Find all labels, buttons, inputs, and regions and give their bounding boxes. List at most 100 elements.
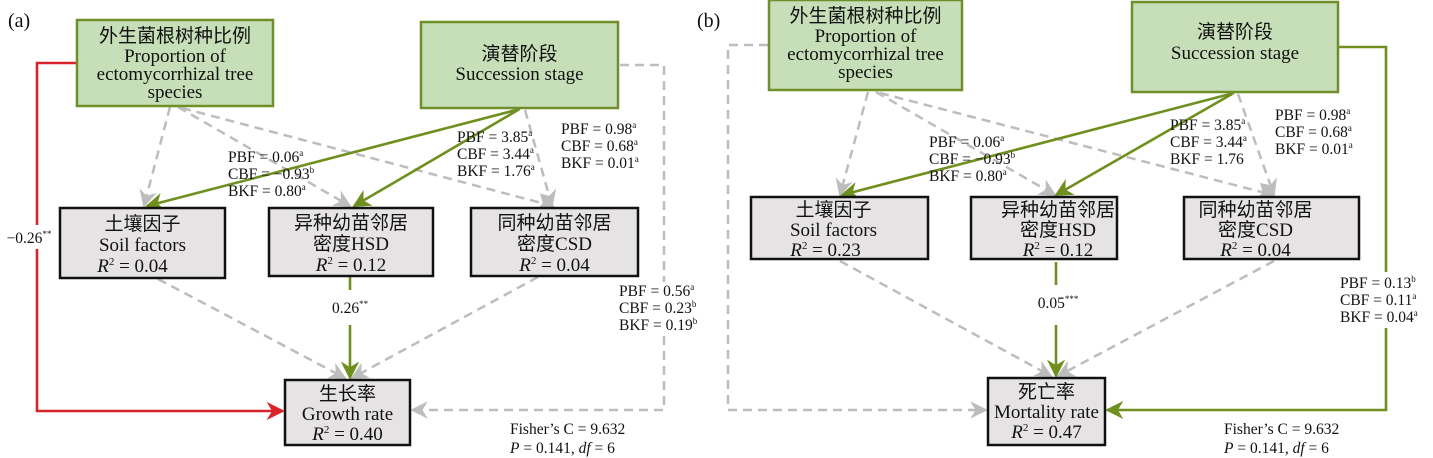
path-soil-to-mortality (839, 259, 1053, 378)
node-csd (1182, 195, 1361, 261)
forest-stat-line: PBF = 0.56a (619, 282, 694, 300)
coef-ecm-to-growth: −0.26** (7, 229, 52, 247)
forest-stat-line: BKF = 0.80a (929, 167, 1007, 185)
path-ecm-to-soil (139, 106, 172, 208)
forest-stat-line: CBF = −0.93b (929, 150, 1016, 168)
forest-stat-line: CBF = 3.44a (1170, 133, 1247, 151)
node-csd-r2: R2 = 0.04 (518, 255, 590, 276)
path-ecm-to-soil (835, 91, 870, 197)
forest-stat-line: PBF = 3.85a (457, 128, 532, 146)
node-soil-zh: 土壤因子 (104, 213, 180, 235)
node-hsd-zh2: 密度HSD (1020, 219, 1096, 241)
node-ecm-zh: 外生菌根树种比例 (789, 5, 941, 27)
node-hsd-zh: 异种幼苗邻居 (294, 212, 408, 234)
node-hsd-zh2: 密度HSD (313, 233, 389, 255)
forest-stat-line: PBF = 0.06a (929, 133, 1004, 151)
node-succ-zh: 演替阶段 (1197, 21, 1273, 43)
node-ecm-en: species (148, 82, 203, 103)
node-succession-stage (1130, 0, 1340, 94)
node-csd-zh2: 密度CSD (1218, 219, 1293, 241)
model-fit: Fisher’s C = 9.632 P = 0.141, df = 6 (509, 421, 625, 457)
panel-label: (a) (8, 10, 30, 32)
node-hsd-zh: 异种幼苗邻居 (1001, 199, 1115, 221)
node-ecm-en: species (838, 62, 893, 83)
coef-hsd-to-mortality: 0.05*** (1038, 294, 1079, 312)
forest-stat-line: CBF = 0.23b (619, 299, 697, 317)
node-soil-en: Soil factors (790, 220, 877, 241)
forest-stat-line: BKF = 0.80a (228, 182, 306, 200)
node-csd-r2: R2 = 0.04 (1219, 240, 1291, 261)
node-hsd-r2: R2 = 0.12 (1022, 240, 1094, 261)
path-succ-to-csd (1236, 93, 1277, 197)
node-growth-rate (283, 378, 412, 447)
path-ecm-to-csd (879, 91, 1275, 200)
forest-stat-line: CBF = 0.68a (561, 137, 638, 155)
node-ecm-proportion (75, 18, 275, 108)
forest-stat-line: CBF = 0.68a (1275, 123, 1352, 141)
node-ecm-en: Proportion of (815, 26, 918, 47)
forest-stat-line: BKF = 0.04a (1340, 308, 1418, 326)
node-ecm-en: ectomycorrhizal tree (787, 44, 944, 65)
node-soil-r2: R2 = 0.23 (789, 240, 861, 261)
fisher-c: Fisher’s C = 9.632 (510, 421, 625, 438)
path-csd-to-growth (350, 275, 539, 380)
forest-stat-line: BKF = 0.01a (561, 154, 639, 172)
node-growth-en: Growth rate (302, 404, 393, 425)
node-ecm-zh: 外生菌根树种比例 (99, 25, 251, 47)
forest-stat-line: PBF = 0.06a (228, 148, 303, 166)
path-succ-to-growth (410, 63, 666, 419)
node-hsd (969, 195, 1119, 261)
node-soil-en: Soil factors (99, 235, 186, 256)
node-ecm-en: Proportion of (124, 46, 227, 67)
node-csd-zh: 同种幼苗邻居 (1198, 199, 1312, 221)
p-value-df: P = 0.141, df = 6 (509, 440, 615, 457)
node-ecm-proportion (767, 0, 964, 92)
forest-stat-line: PBF = 0.98a (561, 120, 636, 138)
node-soil-factors (58, 206, 227, 280)
path-succ-to-hsd (352, 108, 519, 208)
node-mortality-en: Mortality rate (994, 402, 1099, 423)
node-ecm-en: ectomycorrhizal tree (97, 64, 254, 85)
forest-stat-line: BKF = 1.76a (457, 162, 535, 180)
forest-stat-line: PBF = 0.13b (1340, 274, 1416, 292)
path-succ-to-mortality (1105, 45, 1388, 420)
path-ecm-to-mortality (726, 43, 988, 419)
node-soil-factors (749, 195, 930, 261)
node-mortality-r2: R2 = 0.47 (1010, 422, 1082, 443)
p-value-df: P = 0.141, df = 6 (1223, 440, 1329, 457)
node-succ-en: Succession stage (455, 64, 583, 85)
path-succ-to-soil (840, 91, 1235, 200)
path-succ-to-soil (145, 107, 521, 211)
node-csd (469, 206, 640, 278)
node-csd-zh: 同种幼苗邻居 (497, 212, 611, 234)
node-hsd (267, 206, 435, 278)
node-soil-zh: 土壤因子 (795, 199, 871, 221)
path-ecm-to-hsd (177, 105, 352, 208)
forest-stat-line: CBF = −0.93b (228, 165, 315, 183)
coef-hsd-to-growth: 0.26** (332, 299, 369, 317)
node-succ-en: Succession stage (1171, 43, 1299, 64)
node-hsd-r2: R2 = 0.12 (315, 255, 387, 276)
node-succ-zh: 演替阶段 (481, 43, 557, 65)
panel-label: (b) (697, 10, 720, 32)
forest-stat-line: BKF = 0.19b (619, 316, 698, 334)
path-succ-to-hsd (1054, 92, 1233, 197)
node-growth-r2: R2 = 0.40 (311, 424, 383, 445)
node-soil-r2: R2 = 0.04 (96, 256, 168, 277)
node-succession-stage (419, 20, 620, 110)
path-soil-to-growth (157, 277, 347, 380)
forest-stat-line: PBF = 3.85a (1170, 116, 1245, 134)
forest-stat-line: PBF = 0.98a (1275, 106, 1350, 124)
path-csd-to-mortality (1056, 259, 1275, 378)
path-succ-to-csd (523, 109, 557, 208)
node-mortality-rate (986, 376, 1107, 447)
